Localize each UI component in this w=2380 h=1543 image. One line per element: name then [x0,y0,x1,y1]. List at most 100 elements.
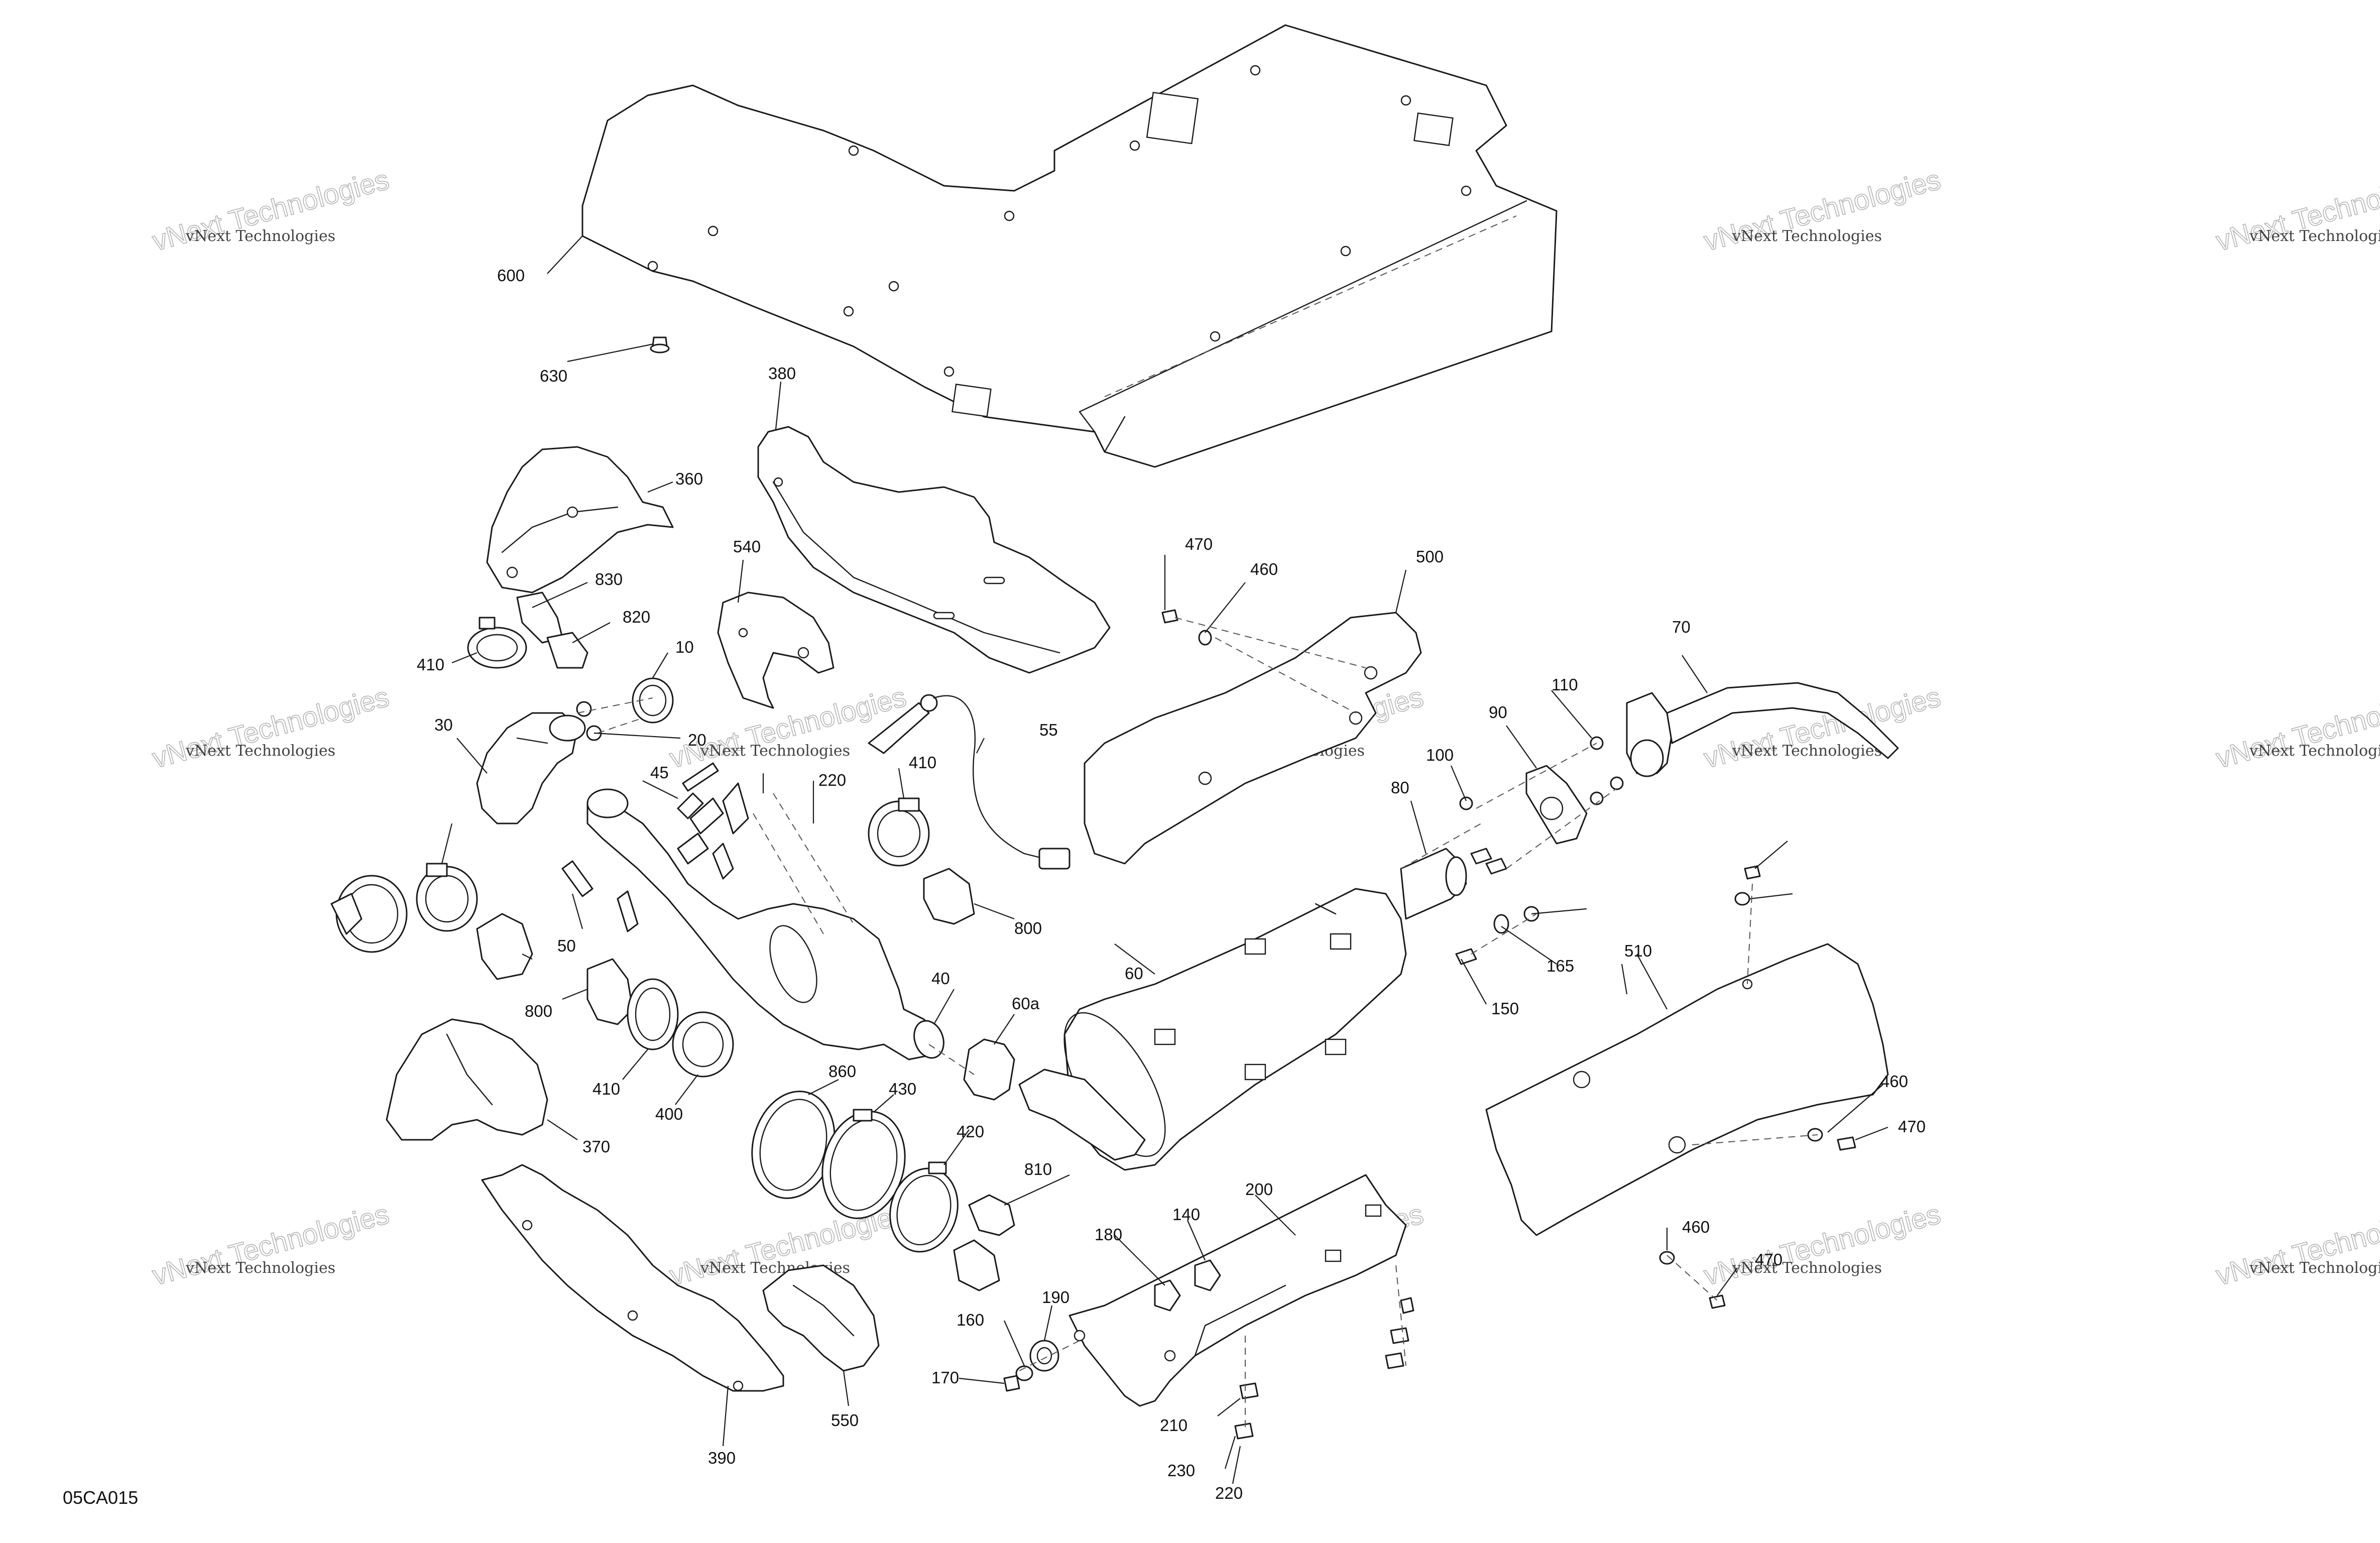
band-clamp [868,797,930,867]
callout-10: 10 [675,638,694,656]
callout-360: 360 [675,469,703,488]
callout-165: 165 [1546,957,1574,975]
callout-410: 410 [909,753,936,772]
watermark-outline: vNext Technologies [149,680,392,774]
callout-180: 180 [1095,1225,1122,1244]
diagram-code: 05CA015 [63,1487,138,1508]
callout-810: 810 [1024,1160,1052,1178]
callout-460: 460 [1682,1218,1710,1236]
gasket-ring [632,677,674,724]
watermark-text: vNext Technologies [185,1259,335,1277]
pipe-shield-lower [386,1018,548,1141]
callout-470: 470 [1898,1117,1926,1136]
bracket-bolts [1234,1297,1414,1440]
callout-400: 400 [655,1105,683,1123]
ring-clamp [889,1161,959,1253]
callout-210: 210 [1160,1416,1187,1435]
callout-230: 230 [1167,1461,1195,1480]
heat-shield-upper [757,426,1111,674]
callout-220: 220 [818,771,846,789]
callout-380: 380 [768,364,796,383]
heat-shield-mid [717,591,835,709]
muffler-heat-shield [1084,612,1422,865]
parts-layer [330,24,1899,1440]
callout-labels: 600 630 380 360 830 820 410 10 20 30 540… [417,266,1926,1502]
callout-830: 830 [595,570,623,588]
watermark-text: vNext Technologies [185,227,335,245]
skid-plate-fastener [650,336,670,353]
grommet-stack [1003,1340,1059,1392]
clamp-nut-assembly [672,1011,734,1078]
callout-470: 470 [1185,535,1213,553]
skid-plate [581,24,1558,468]
callout-60a: 60a [1012,994,1040,1013]
watermark-outline: vNext Technologies [149,1198,392,1291]
clamp-pad [953,1194,1015,1291]
callout-370: 370 [582,1137,610,1156]
band-clamp [416,863,478,932]
pipe-bend-shield [762,1264,880,1372]
callout-800: 800 [1014,919,1042,937]
ring-clamp [821,1109,906,1219]
assembly-guides [577,617,1818,1431]
callout-160: 160 [957,1311,984,1329]
muffler-outlet [1400,848,1467,920]
callout-110: 110 [1552,675,1578,694]
band-clamp [627,978,679,1050]
callout-550: 550 [831,1411,859,1430]
watermark-outline: vNext Technologies [666,680,909,774]
watermark-text: vNext Technologies [700,742,850,760]
watermark-text: vNext Technologies [2249,1259,2380,1277]
callout-390: 390 [708,1449,736,1467]
callout-200: 200 [1245,1180,1273,1199]
watermark-outline: vNext Technologies [2213,1198,2380,1291]
callout-470: 470 [1755,1250,1782,1269]
callout-30: 30 [434,716,453,734]
callout-410: 410 [417,655,444,674]
outlet-gasket [1525,765,1588,845]
exhaust-spring [677,762,749,880]
muffler [1018,888,1407,1171]
band-clamp [467,617,527,669]
callout-460: 460 [1880,1072,1908,1091]
callout-150: 150 [1491,999,1519,1018]
clamp-pad [516,591,588,669]
muffler-bracket [1068,1174,1407,1407]
callout-55: 55 [1039,721,1058,739]
spacer-block [476,868,975,1025]
callout-60: 60 [1125,964,1143,983]
callout-40: 40 [931,969,950,988]
callout-500: 500 [1416,547,1444,566]
callout-430: 430 [889,1080,916,1098]
rubber-mount [1154,1259,1221,1312]
callout-410: 410 [592,1080,620,1098]
callout-800: 800 [525,1002,552,1020]
muffler-sleeve [963,1038,1015,1101]
callout-70: 70 [1672,618,1691,636]
callout-510: 510 [1624,941,1652,960]
watermark-text: vNext Technologies [185,742,335,760]
watermark-outline: vNext Technologies [1701,1198,1944,1291]
watermark-text: vNext Technologies [1732,1259,1882,1277]
watermark-text: vNext Technologies [1732,227,1882,245]
heat-shield-lower-long [481,1164,784,1392]
callout-20: 20 [688,731,706,749]
watermark-outline: vNext Technologies [2213,680,2380,774]
watermark-text: vNext Technologies [2249,742,2380,760]
callout-170: 170 [931,1368,959,1387]
tail-pipe [1626,682,1899,777]
leader-lines [441,235,1888,1484]
callout-45: 45 [650,763,669,782]
heat-shield-header [486,446,674,594]
oxygen-sensor [868,694,1070,870]
callout-190: 190 [1042,1288,1069,1307]
bolt-washer [1161,609,1856,1309]
callout-420: 420 [957,1122,984,1141]
callout-820: 820 [623,608,650,626]
watermark-text: vNext Technologies [1732,742,1882,760]
callout-140: 140 [1172,1205,1200,1224]
callout-220: 220 [1215,1484,1243,1502]
band-clamp [330,875,408,953]
callout-600: 600 [497,266,525,285]
